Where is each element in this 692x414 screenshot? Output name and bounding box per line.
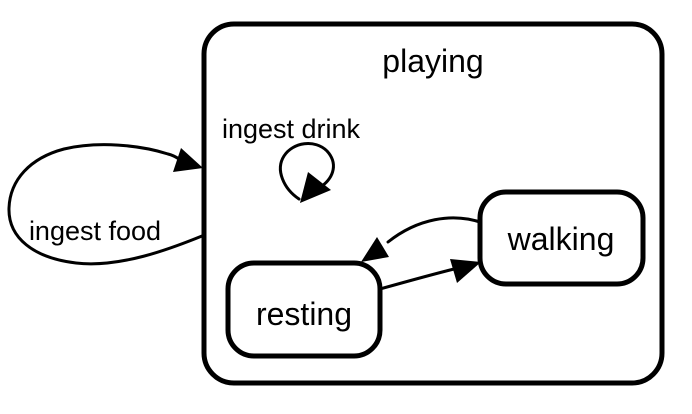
state-walking: walking (477, 189, 646, 287)
transition-walking-to-resting-path (386, 216, 485, 244)
transition-resting-to-walking-path (378, 267, 456, 291)
transition-ingest-drink-label: ingest drink (222, 114, 361, 144)
transition-ingest-drink: ingest drink (222, 114, 361, 203)
transition-ingest-food-arrowhead-icon (173, 148, 203, 172)
transition-walking-to-resting-arrowhead-icon (361, 237, 389, 262)
transition-resting-to-walking-arrowhead-icon (450, 259, 481, 283)
state-resting-label: resting (256, 296, 352, 332)
transition-ingest-food-label: ingest food (29, 216, 161, 246)
transition-resting-to-walking (378, 259, 481, 291)
state-walking-label: walking (507, 221, 615, 257)
state-playing-label: playing (382, 43, 483, 79)
transition-ingest-drink-path (278, 142, 335, 201)
transition-ingest-food-path (7, 143, 204, 266)
state-walking-box (477, 189, 646, 287)
transition-ingest-drink-arrowhead-icon (300, 172, 331, 203)
transition-walking-to-resting (361, 216, 485, 262)
state-resting: resting (225, 260, 383, 359)
state-resting-box (225, 260, 383, 359)
transition-ingest-food: ingest food (7, 143, 204, 266)
